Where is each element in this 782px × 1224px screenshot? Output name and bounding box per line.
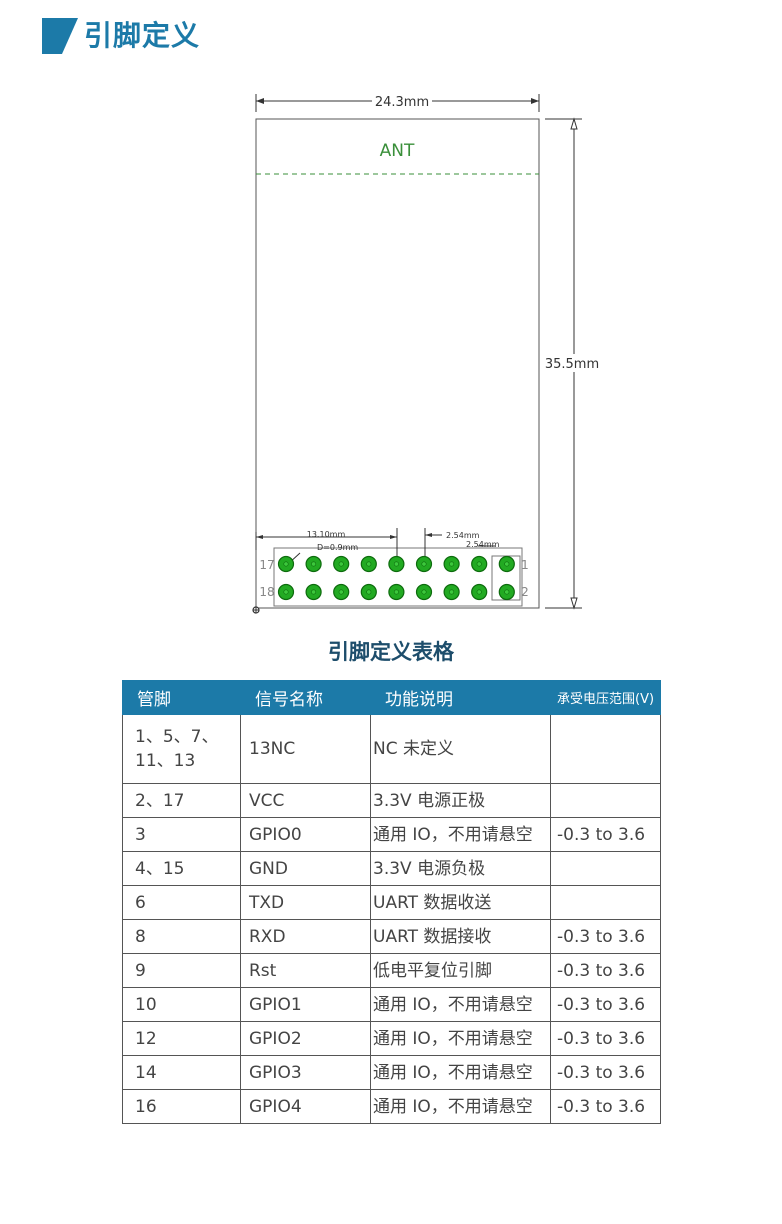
cell-function: 通用 IO，不用请悬空 <box>370 1089 551 1124</box>
cell-signal: GPIO1 <box>240 987 371 1022</box>
cell-signal: GPIO0 <box>240 817 371 852</box>
pin-hole <box>476 589 482 595</box>
width-label: 24.3mm <box>375 95 429 110</box>
pin-definition-table: 管脚 信号名称 功能说明 承受电压范围(V) 1、5、7、11、13 13NC … <box>122 680 661 1124</box>
pin-hole <box>476 561 482 567</box>
header-function: 功能说明 <box>370 680 551 715</box>
module-dimension-diagram: 24.3mm 35.5mm ANT 13.10mm 2.54mm 2.54mm … <box>252 93 603 614</box>
cell-signal: Rst <box>240 953 371 988</box>
pin-hole <box>283 589 289 595</box>
pin-label-2: 2 <box>521 585 529 599</box>
table-row: 6 TXD UART 数据收送 <box>122 885 661 920</box>
cell-voltage <box>550 714 661 784</box>
pitch-label-c: 2.54mm <box>466 540 500 549</box>
cell-function: 通用 IO，不用请悬空 <box>370 987 551 1022</box>
module-outline <box>255 118 540 609</box>
table-title: 引脚定义表格 <box>328 640 454 664</box>
table-row: 8 RXD UART 数据接收 -0.3 to 3.6 <box>122 919 661 954</box>
cell-voltage: -0.3 to 3.6 <box>550 817 661 852</box>
table-row: 3 GPIO0 通用 IO，不用请悬空 -0.3 to 3.6 <box>122 817 661 852</box>
cell-function: 3.3V 电源正极 <box>370 783 551 818</box>
pin-hole <box>283 561 289 567</box>
cell-function: 低电平复位引脚 <box>370 953 551 988</box>
table-header-row: 管脚 信号名称 功能说明 承受电压范围(V) <box>122 680 661 715</box>
table-row: 1、5、7、11、13 13NC NC 未定义 <box>122 714 661 784</box>
cell-signal: GND <box>240 851 371 886</box>
pitch-label-a: 13.10mm <box>307 530 346 539</box>
cell-voltage: -0.3 to 3.6 <box>550 1021 661 1056</box>
pin-hole <box>449 589 455 595</box>
table-row: 2、17 VCC 3.3V 电源正极 <box>122 783 661 818</box>
antenna-label: ANT <box>380 141 415 161</box>
cell-pin: 1、5、7、11、13 <box>122 714 241 784</box>
cell-pin: 4、15 <box>122 851 241 886</box>
hole-diameter-label: D=0.9mm <box>317 543 358 552</box>
pin-hole <box>311 589 317 595</box>
pin-pads <box>277 555 515 601</box>
table-row: 12 GPIO2 通用 IO，不用请悬空 -0.3 to 3.6 <box>122 1021 661 1056</box>
pin-hole <box>421 561 427 567</box>
header-pin: 管脚 <box>122 680 241 715</box>
cell-voltage <box>550 783 661 818</box>
pitch-label-b: 2.54mm <box>446 531 480 540</box>
pin-header-block <box>273 547 523 607</box>
height-label: 35.5mm <box>545 357 599 372</box>
pin-hole <box>504 561 510 567</box>
table-row: 10 GPIO1 通用 IO，不用请悬空 -0.3 to 3.6 <box>122 987 661 1022</box>
cell-function: 通用 IO，不用请悬空 <box>370 1021 551 1056</box>
cell-voltage <box>550 885 661 920</box>
cell-signal: VCC <box>240 783 371 818</box>
table-row: 14 GPIO3 通用 IO，不用请悬空 -0.3 to 3.6 <box>122 1055 661 1090</box>
pin-hole <box>311 561 317 567</box>
pin-hole <box>338 589 344 595</box>
table-row: 9 Rst 低电平复位引脚 -0.3 to 3.6 <box>122 953 661 988</box>
pin-label-17: 17 <box>259 558 274 572</box>
cell-signal: GPIO3 <box>240 1055 371 1090</box>
cell-function: 通用 IO，不用请悬空 <box>370 817 551 852</box>
header-voltage: 承受电压范围(V) <box>550 680 661 715</box>
cell-signal: GPIO4 <box>240 1089 371 1124</box>
cell-function: UART 数据接收 <box>370 919 551 954</box>
cell-pin: 8 <box>122 919 241 954</box>
pin-hole <box>449 561 455 567</box>
section-header: 引脚定义 <box>42 16 442 56</box>
cell-function: 3.3V 电源负极 <box>370 851 551 886</box>
cell-voltage: -0.3 to 3.6 <box>550 1089 661 1124</box>
pin-hole <box>504 589 510 595</box>
pin-label-1: 1 <box>521 558 529 572</box>
pin-hole <box>366 561 372 567</box>
cell-pin: 2、17 <box>122 783 241 818</box>
cell-voltage: -0.3 to 3.6 <box>550 1055 661 1090</box>
cell-pin: 16 <box>122 1089 241 1124</box>
cell-voltage <box>550 851 661 886</box>
cell-function: UART 数据收送 <box>370 885 551 920</box>
section-marker-icon <box>42 18 78 54</box>
cell-voltage: -0.3 to 3.6 <box>550 987 661 1022</box>
cell-function: 通用 IO，不用请悬空 <box>370 1055 551 1090</box>
cell-signal: RXD <box>240 919 371 954</box>
cell-voltage: -0.3 to 3.6 <box>550 919 661 954</box>
pin-hole <box>338 561 344 567</box>
cell-voltage: -0.3 to 3.6 <box>550 953 661 988</box>
pin-hole <box>366 589 372 595</box>
pin-hole <box>421 589 427 595</box>
cell-pin: 14 <box>122 1055 241 1090</box>
table-row: 4、15 GND 3.3V 电源负极 <box>122 851 661 886</box>
cell-pin: 12 <box>122 1021 241 1056</box>
cell-signal: 13NC <box>240 714 371 784</box>
cell-pin: 9 <box>122 953 241 988</box>
pin-hole <box>393 589 399 595</box>
cell-signal: TXD <box>240 885 371 920</box>
cell-pin: 3 <box>122 817 241 852</box>
pin-hole <box>393 561 399 567</box>
table-row: 16 GPIO4 通用 IO，不用请悬空 -0.3 to 3.6 <box>122 1089 661 1124</box>
cell-signal: GPIO2 <box>240 1021 371 1056</box>
header-signal: 信号名称 <box>240 680 371 715</box>
pin-label-18: 18 <box>259 585 274 599</box>
cell-function: NC 未定义 <box>370 714 551 784</box>
cell-pin: 6 <box>122 885 241 920</box>
cell-pin: 10 <box>122 987 241 1022</box>
section-title: 引脚定义 <box>84 19 201 52</box>
